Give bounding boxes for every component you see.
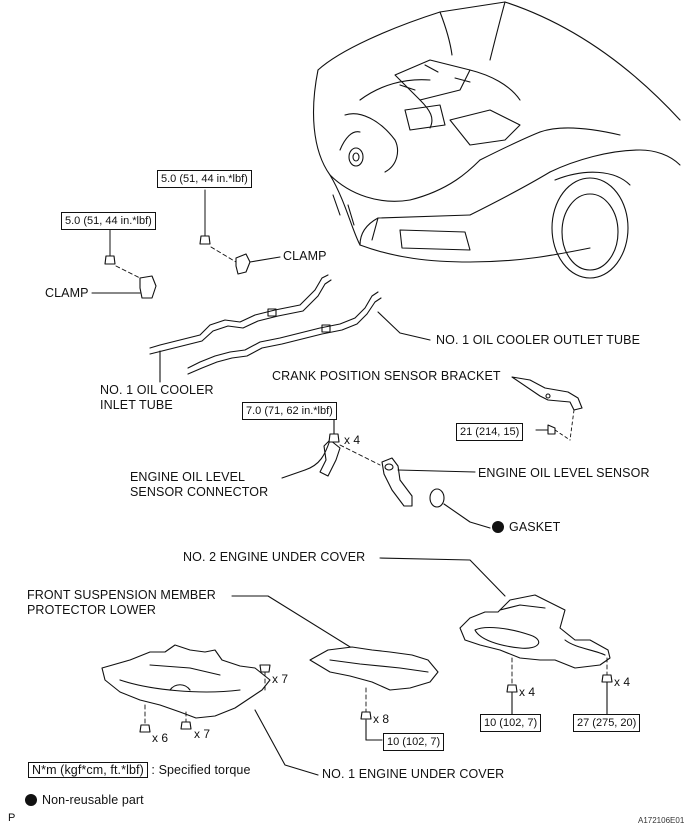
qty-protector-bolts: x 8 bbox=[373, 712, 390, 726]
torque-clamp-upper: 5.0 (51, 44 in.*lbf) bbox=[157, 170, 252, 188]
label-crank-bracket: CRANK POSITION SENSOR BRACKET bbox=[272, 369, 501, 383]
label-level-connector-2: SENSOR CONNECTOR bbox=[130, 485, 269, 499]
legend-torque-desc: : Specified torque bbox=[151, 763, 251, 777]
torque-clamp-lower: 5.0 (51, 44 in.*lbf) bbox=[61, 212, 156, 230]
qty-sensor-bolts: x 4 bbox=[344, 433, 361, 447]
torque-bracket-bolt: 21 (214, 15) bbox=[456, 423, 524, 441]
label-inlet-tube-1: NO. 1 OIL COOLER bbox=[100, 383, 214, 397]
torque-sensor-bolt: 7.0 (71, 62 in.*lbf) bbox=[242, 402, 337, 420]
label-protector-1: FRONT SUSPENSION MEMBER bbox=[27, 588, 216, 602]
label-level-sensor: ENGINE OIL LEVEL SENSOR bbox=[478, 466, 650, 480]
qty-cover1-right: x 7 bbox=[272, 672, 289, 686]
label-no1-under-cover: NO. 1 ENGINE UNDER COVER bbox=[322, 767, 505, 781]
label-protector-2: PROTECTOR LOWER bbox=[27, 603, 157, 617]
label-gasket: GASKET bbox=[492, 520, 560, 535]
vehicle-front-illustration bbox=[314, 2, 680, 278]
qty-cover1-bottom-left: x 6 bbox=[152, 731, 169, 745]
nonreusable-legend-icon bbox=[25, 794, 37, 806]
qty-cover2-right: x 4 bbox=[614, 675, 631, 689]
label-level-connector-1: ENGINE OIL LEVEL bbox=[130, 470, 246, 484]
legend-torque-unit: N*m (kgf*cm, ft.*lbf) bbox=[28, 762, 148, 778]
label-no2-under-cover: NO. 2 ENGINE UNDER COVER bbox=[183, 550, 366, 564]
torque-cover2-left: 10 (102, 7) bbox=[480, 714, 542, 732]
nonreusable-bullet-icon bbox=[492, 521, 504, 533]
label-clamp-left: CLAMP bbox=[45, 286, 89, 300]
qty-cover2-left: x 4 bbox=[519, 685, 536, 699]
torque-cover2-right: 27 (275, 20) bbox=[573, 714, 641, 732]
figure-id: A172106E01 bbox=[638, 816, 685, 825]
torque-protector: 10 (102, 7) bbox=[383, 733, 445, 751]
legend-nonreusable: Non-reusable part bbox=[25, 793, 144, 808]
qty-cover1-bottom-mid: x 7 bbox=[194, 727, 211, 741]
legend-torque: N*m (kgf*cm, ft.*lbf) : Specified torque bbox=[28, 762, 251, 778]
label-clamp-right: CLAMP bbox=[283, 249, 327, 263]
label-outlet-tube: NO. 1 OIL COOLER OUTLET TUBE bbox=[436, 333, 641, 347]
label-inlet-tube-2: INLET TUBE bbox=[100, 398, 173, 412]
corner-p-mark: P bbox=[8, 812, 16, 824]
